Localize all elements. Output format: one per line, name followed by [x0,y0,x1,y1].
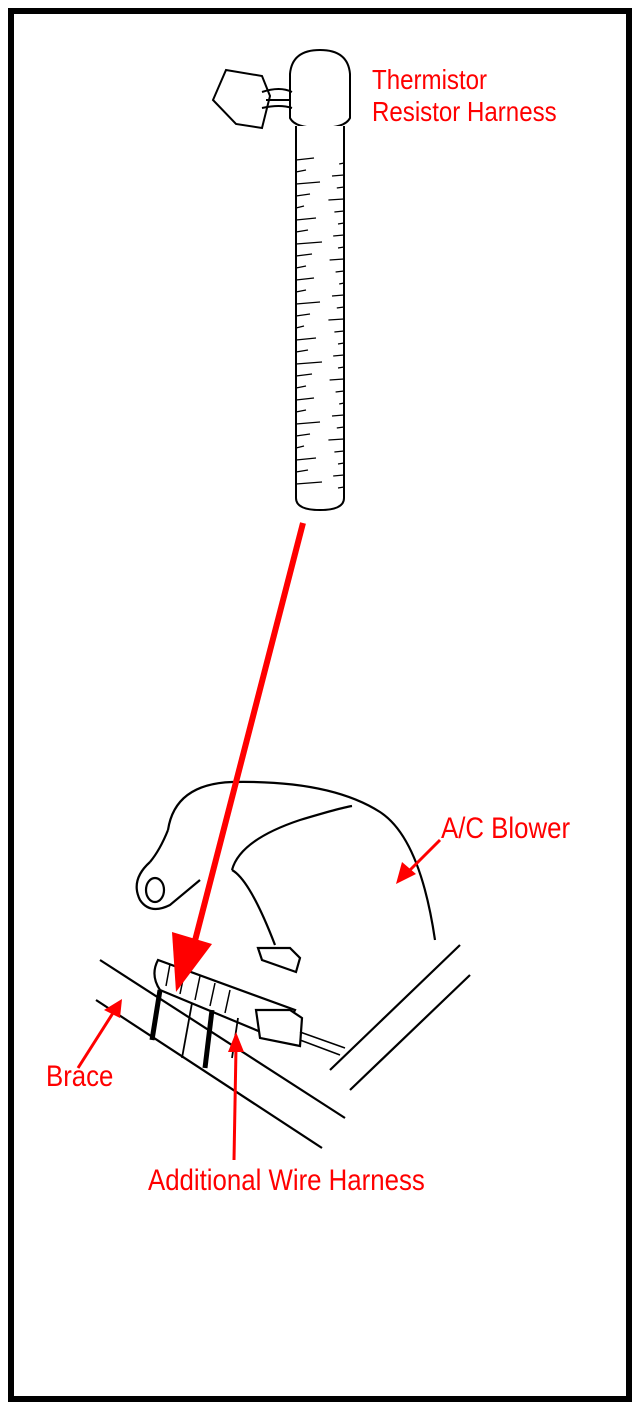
tube-rib [295,445,305,449]
tube-rib [336,186,345,189]
tube-rib [295,373,313,377]
ac-blower-callout-arrow [396,838,442,884]
tube-rib [295,457,317,461]
tube-rib [295,193,311,197]
tube-rib [295,265,307,269]
tube-rib [328,318,345,321]
brace-callout-arrow [76,999,122,1069]
tube-rib [337,222,345,225]
tube-rib [295,313,311,317]
tube-rib [337,462,345,465]
sensor-leads [299,1031,346,1056]
tube-rib [339,162,345,165]
brace-rail-bottom [95,999,323,1149]
tube-rib [339,282,345,285]
tube-rib [333,354,345,357]
additional-wire-harness-callout-arrow [228,1032,244,1161]
tube-rib [295,397,315,401]
wire-tie-2 [181,1002,193,1059]
tube-rib [336,306,345,309]
tube-rib [295,181,321,185]
tube-rib [295,217,317,221]
tube-rib [295,409,307,413]
mount-tab [135,861,201,911]
tube-rib [337,366,345,369]
tube-rib [295,325,305,329]
tube-rib [335,270,345,273]
tube-rib [337,486,345,489]
tube-rib [337,342,345,345]
tube-rib [295,277,315,281]
wire-tie-1 [149,989,163,1041]
tube-rib [295,421,321,425]
tube-rib [337,246,345,249]
tube-rib [295,337,317,341]
tube-rib [333,234,345,237]
tube-rib [295,481,323,485]
tube-rib [295,241,323,245]
tube-rib [328,438,345,441]
tube-rib [336,426,345,429]
blower-housing-seam [230,804,353,871]
tube-rib [295,253,313,257]
tube-rib [295,385,307,389]
additional-wire-harness-label: Additional Wire Harness [148,1164,425,1197]
blower-base-rail-1 [329,944,461,1071]
sensor-clip [256,946,302,974]
tube-rib [334,210,345,213]
brace-label: Brace [46,1060,114,1093]
tube-rib [295,469,309,473]
tube-rib [295,229,309,233]
tube-ribs [295,157,345,489]
thermistor-harness-drawing [211,48,351,512]
brace-rail-top [99,959,346,1119]
tube-rib [295,157,315,161]
sensor-assembly [153,946,346,1056]
thermistor-label-line1: Thermistor [372,64,488,95]
housing-front-edge [231,869,277,946]
harness-cap [289,48,351,130]
tube-rib [331,174,345,177]
tube-rib [339,402,345,405]
side-connector [211,68,272,130]
tube-rib [295,433,311,437]
wire-tie-3 [202,1009,215,1069]
tube-rib [295,289,307,293]
connector-wires [261,88,293,109]
ac-blower-label: A/C Blower [441,812,571,845]
tube-rib [335,390,345,393]
tube-rib [295,301,321,305]
tube-rib [329,378,345,381]
tube-rib [331,294,345,297]
mount-hole [144,876,166,904]
tube-rib [295,361,323,365]
tube-rib [328,198,345,201]
thermistor-resistor-harness-label: Thermistor Resistor Harness [372,64,557,128]
callout-arrows [76,522,442,1161]
blower-mount-edge [149,829,170,863]
tube-rib [333,474,345,477]
thermistor-label-line2: Resistor Harness [372,96,557,128]
ac-blower-drawing [95,780,471,1149]
blower-base-rail-2 [349,974,471,1091]
harness-tube [295,126,345,512]
sensor-plug [254,1008,304,1048]
tube-rib [295,205,305,209]
tube-rib [331,414,345,417]
tube-rib [334,330,345,333]
insertion-arrow [172,522,306,992]
tube-rib [295,169,307,173]
tube-rib [334,450,345,453]
blower-housing-outline [166,780,437,941]
tube-rib [295,349,309,353]
tube-rib [329,258,345,261]
